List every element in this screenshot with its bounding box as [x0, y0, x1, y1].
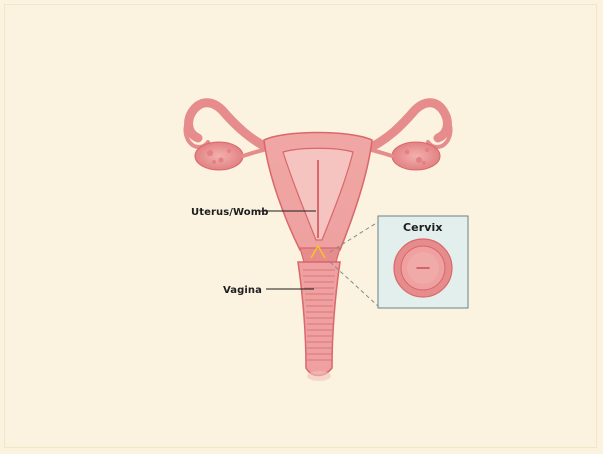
- vagina-opening: [307, 371, 331, 381]
- uterus-label: Uterus/Womb: [191, 207, 269, 218]
- ovary-left: [195, 142, 243, 170]
- ovary-right: [392, 142, 440, 170]
- vagina-canal: [298, 262, 340, 376]
- cervix-label: Cervix: [403, 221, 443, 234]
- vagina-label: Vagina: [223, 285, 262, 296]
- cervix-os-illustration: [394, 239, 452, 297]
